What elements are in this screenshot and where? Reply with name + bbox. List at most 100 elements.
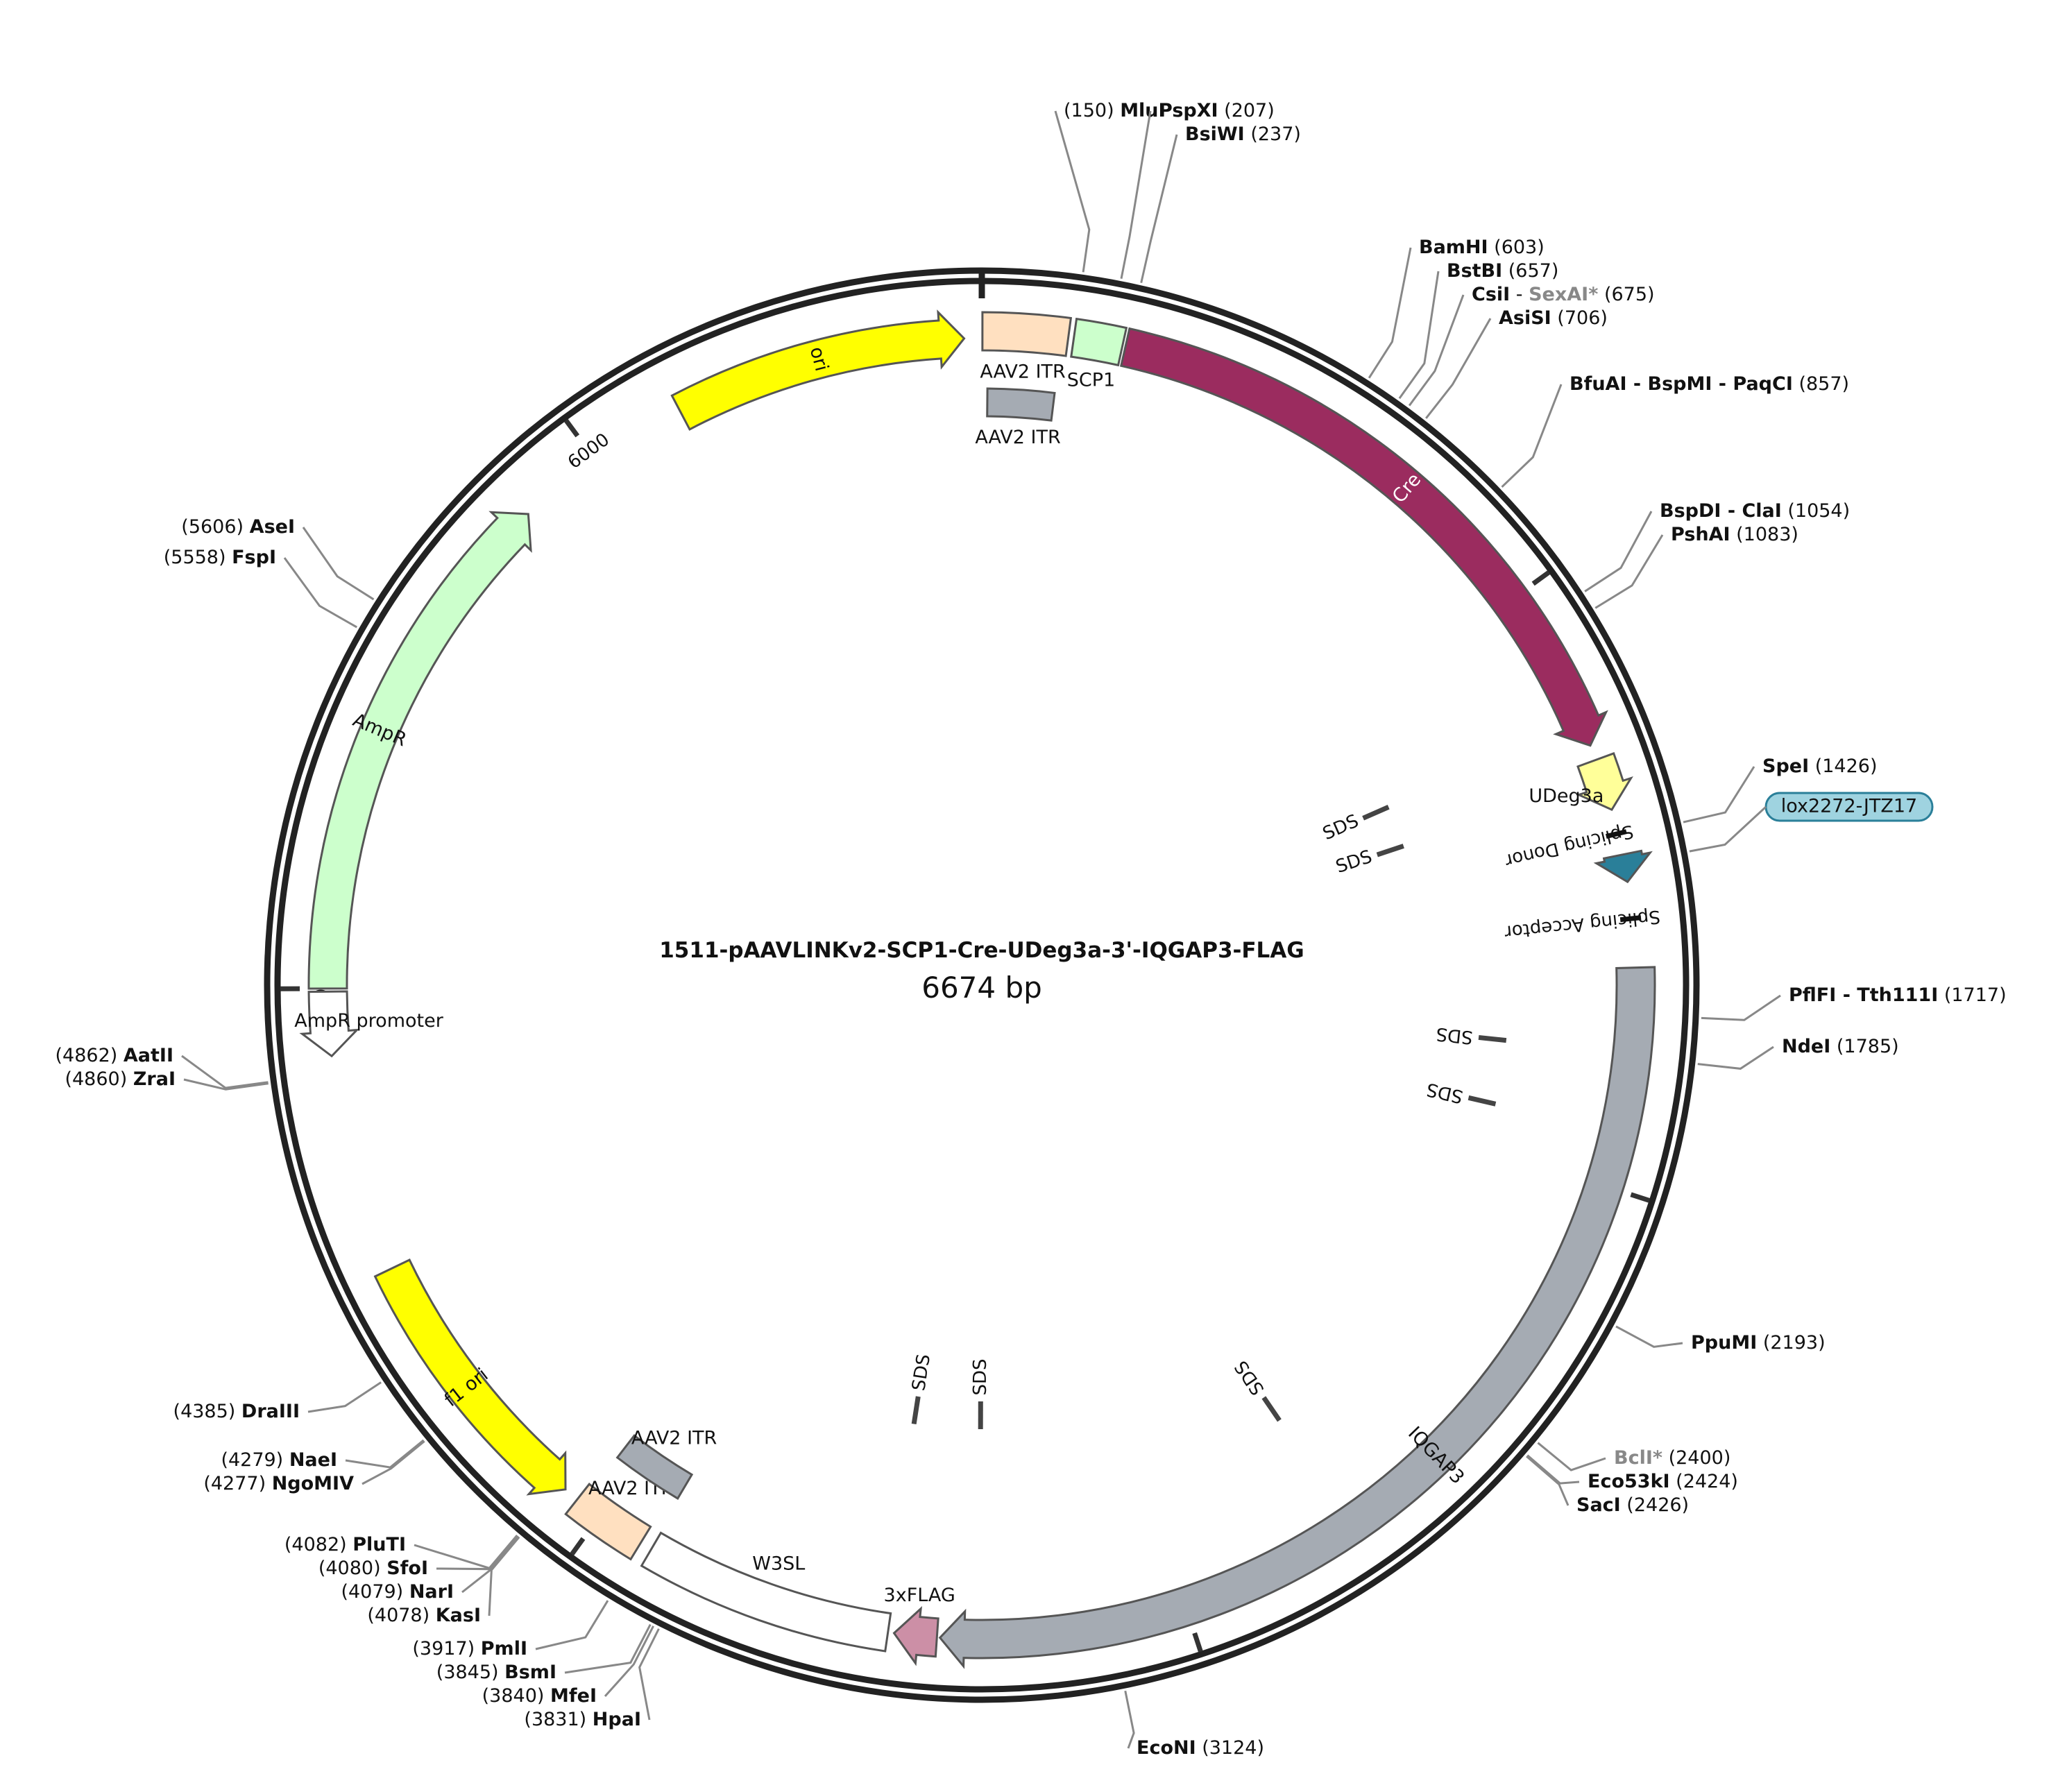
site-line-HpaI	[640, 1629, 659, 1720]
site-CsiI - SexAI*: CsiI - SexAI* (675)	[1472, 284, 1655, 305]
splicing-acceptor-label: Splicing Acceptor	[1504, 905, 1662, 942]
site-Eco53kI: Eco53kI (2424)	[1588, 1471, 1738, 1492]
site-line-AseI	[303, 527, 374, 599]
lox2272-text: lox2272-JTZ17	[1781, 796, 1917, 817]
aav2-itr-top-feature	[983, 312, 1071, 356]
aav2-itr-top-inner-feature	[987, 389, 1055, 420]
udeg3a-label: UDeg3a	[1529, 785, 1604, 807]
site-line-PpuMI	[1616, 1326, 1683, 1347]
site-PshAI: PshAI (1083)	[1671, 524, 1798, 545]
lox2272-line	[1690, 807, 1766, 851]
site-ZraI: (4860) ZraI	[65, 1068, 176, 1090]
site-BsiWI: BsiWI (237)	[1185, 123, 1301, 145]
site-line-NgoMIV	[362, 1441, 425, 1484]
w3sl-label: W3SL	[752, 1553, 805, 1575]
ampr-feature	[309, 512, 531, 989]
center-labels: 1511-pAAVLINKv2-SCP1-Cre-UDeg3a-3'-IQGAP…	[659, 938, 1304, 1005]
site-NgoMIV: (4277) NgoMIV	[203, 1473, 354, 1494]
site-BstBI: BstBI (657)	[1447, 260, 1558, 282]
site-HpaI: (3831) HpaI	[524, 1709, 641, 1730]
site-line-BfuAI - BspMI - PaqCI	[1502, 384, 1561, 487]
site-SpeI: SpeI (1426)	[1762, 756, 1878, 777]
site-MfeI: (3840) MfeI	[482, 1685, 597, 1707]
sds-7-mark	[914, 1397, 918, 1424]
sds-3-mark	[1479, 1037, 1506, 1040]
sds-1-mark	[1363, 807, 1389, 818]
site-EcoNI: EcoNI (3124)	[1137, 1737, 1264, 1759]
site-line-PluTI	[414, 1535, 517, 1568]
aav2-itr-top-label: AAV2 ITR	[980, 361, 1065, 382]
site-PluTI: (4082) PluTI	[284, 1534, 406, 1555]
aav2-itr-bottom-inner-label: AAV2 ITR	[631, 1427, 717, 1449]
plasmid-size: 6674 bp	[921, 971, 1042, 1005]
scp1-feature	[1071, 319, 1127, 366]
site-FspI: (5558) FspI	[164, 547, 276, 568]
site-line-MfeI	[605, 1626, 654, 1696]
sds-2-mark	[1377, 846, 1404, 855]
site-line-KasI	[489, 1537, 519, 1616]
sds-3-label: SDS	[1435, 1023, 1474, 1048]
3xflag-feature	[894, 1609, 938, 1664]
site-line-MluI	[1055, 111, 1089, 272]
sds-7-label: SDS	[908, 1353, 935, 1392]
site-line-DraIII	[308, 1382, 381, 1412]
site-line-BclI*	[1538, 1443, 1606, 1470]
site-NaeI: (4279) NaeI	[221, 1449, 337, 1471]
plasmid-name: 1511-pAAVLINKv2-SCP1-Cre-UDeg3a-3'-IQGAP…	[659, 938, 1304, 963]
site-line-BamHI	[1369, 248, 1411, 378]
site-PmlI: (3917) PmlI	[412, 1638, 527, 1659]
sds-2-label: SDS	[1334, 846, 1375, 878]
iqgap3-feature	[940, 967, 1655, 1666]
tick-label: 6000	[564, 429, 613, 473]
lox2272-label: lox2272-JTZ17	[1766, 793, 1932, 821]
ampr-promoter-label: AmpR promoter	[294, 1010, 443, 1032]
site-SfoI: (4080) SfoI	[318, 1558, 428, 1579]
site-BfuAI - BspMI - PaqCI: BfuAI - BspMI - PaqCI (857)	[1570, 373, 1849, 395]
sds-1-label: SDS	[1320, 810, 1362, 844]
site-line-BspDI - ClaI	[1585, 511, 1651, 591]
site-KasI: (4078) KasI	[367, 1605, 481, 1626]
site-BclI*: BclI* (2400)	[1614, 1447, 1730, 1469]
site-line-BstBI	[1400, 271, 1438, 398]
aav2-itr-top-inner-label: AAV2 ITR	[975, 427, 1060, 448]
site-line-BsmI	[565, 1625, 650, 1673]
site-line-BsiWI	[1141, 135, 1177, 283]
scp1-label: SCP1	[1067, 370, 1115, 391]
site-PflFI - Tth111I: PflFI - Tth111I (1717)	[1789, 984, 2007, 1006]
sds-5-mark	[1264, 1397, 1279, 1420]
tick-4000	[572, 1539, 583, 1555]
site-SacI: SacI (2426)	[1576, 1494, 1689, 1516]
site-line-SpeI	[1683, 767, 1754, 822]
site-line-FspI	[284, 558, 357, 627]
sds-6-label: SDS	[970, 1358, 991, 1395]
site-line-PflFI - Tth111I	[1701, 996, 1780, 1020]
site-NarI: (4079) NarI	[341, 1581, 454, 1603]
sds-5-label: SDS	[1231, 1356, 1269, 1399]
site-PpuMI: PpuMI (2193)	[1691, 1332, 1826, 1354]
site-line-NaeI	[346, 1440, 423, 1467]
site-AatII: (4862) AatII	[56, 1045, 174, 1066]
site-BamHI: BamHI (603)	[1419, 237, 1545, 258]
3xflag-label: 3xFLAG	[884, 1585, 955, 1606]
tick-1000	[1533, 572, 1549, 583]
sds-4-mark	[1468, 1098, 1495, 1104]
sds-4-label: SDS	[1424, 1078, 1465, 1107]
site-line-NdeI	[1698, 1047, 1773, 1068]
site-AseI: (5606) AseI	[181, 516, 295, 538]
site-AsiSI: AsiSI (706)	[1499, 307, 1608, 329]
site-PspXI: PspXI (207)	[1159, 100, 1275, 121]
site-line-PshAI	[1595, 535, 1662, 608]
site-DraIII: (4385) DraIII	[173, 1401, 300, 1422]
site-line-CsiI - SexAI*	[1409, 295, 1463, 406]
tick-3000	[1195, 1633, 1201, 1652]
site-BspDI - ClaI: BspDI - ClaI (1054)	[1660, 500, 1850, 522]
site-NdeI: NdeI (1785)	[1782, 1036, 1899, 1057]
tick-6000	[566, 420, 578, 436]
tick-2000	[1631, 1195, 1650, 1201]
lox2272-feature	[1597, 851, 1650, 882]
site-BsmI: (3845) BsmI	[436, 1662, 556, 1683]
site-line-PmlI	[536, 1601, 608, 1649]
